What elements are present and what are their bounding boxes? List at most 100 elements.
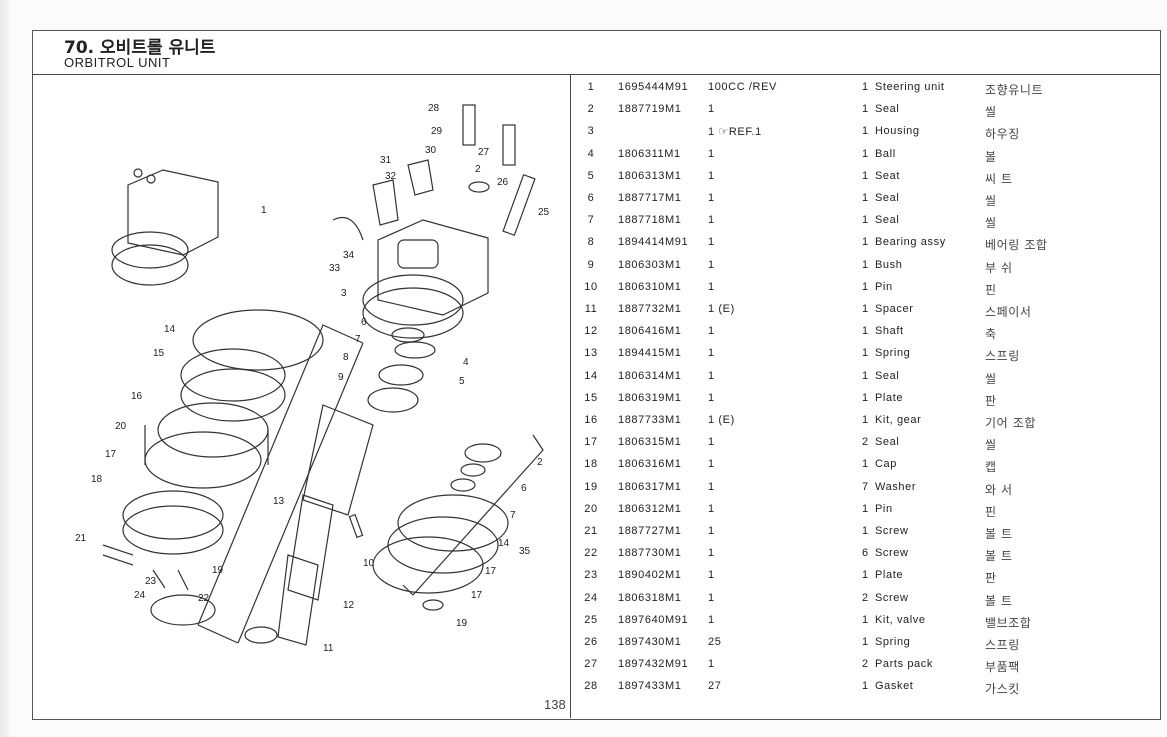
- callout-label: 28: [428, 103, 440, 114]
- callout-label: 16: [131, 391, 143, 402]
- korean-name: 볼 트: [985, 593, 1013, 608]
- quantity: 1: [862, 613, 869, 626]
- callout-label: 31: [380, 155, 392, 166]
- quantity: 1: [862, 325, 869, 338]
- qty-note: 1: [708, 458, 715, 471]
- callout-label: 14: [498, 538, 510, 549]
- description: Seal: [875, 369, 900, 382]
- page-title: 70. 오비트롤 유니트: [64, 38, 216, 58]
- ref-number: 20: [584, 502, 598, 515]
- ref-number: 10: [584, 280, 598, 293]
- housing: [377, 219, 489, 316]
- part-number: 1890402M1: [618, 569, 682, 582]
- page-number: 138: [544, 697, 566, 712]
- description: Gasket: [875, 680, 914, 693]
- korean-name: 판: [985, 571, 997, 586]
- qty-note: 1: [708, 236, 715, 249]
- callout-label: 8: [343, 352, 349, 363]
- callout-label: 13: [273, 496, 285, 507]
- ref-number: 9: [587, 258, 595, 271]
- callout-label: 17: [105, 449, 117, 460]
- qty-note: 1: [708, 525, 715, 537]
- ref-number: 8: [587, 236, 595, 249]
- callout-label: 15: [153, 348, 165, 359]
- part-number: 1887730M1: [618, 547, 682, 560]
- part-number: 1897432M91: [618, 658, 689, 671]
- part-number: 1897433M1: [618, 680, 682, 693]
- quantity: 6: [862, 547, 869, 560]
- korean-name: 씰: [985, 105, 997, 120]
- qty-note: 1: [708, 192, 715, 204]
- quantity: 1: [862, 125, 869, 138]
- korean-name: 조향유니트: [985, 83, 1044, 97]
- qty-note: 25: [708, 636, 722, 648]
- korean-name: 하우징: [985, 127, 1020, 142]
- callout-label: 2: [537, 457, 543, 468]
- part-number: 1806313M1: [618, 169, 682, 182]
- ref-number: 13: [584, 347, 598, 360]
- description: Seal: [875, 214, 900, 227]
- ref-number: 5: [587, 169, 595, 182]
- callout-label: 11: [323, 643, 334, 654]
- quantity: 1: [862, 303, 869, 315]
- korean-name: 핀: [985, 282, 997, 297]
- part-number: 1897640M91: [618, 613, 689, 626]
- shaft: [277, 554, 319, 646]
- description: Parts pack: [875, 658, 933, 671]
- part-number: 1806319M1: [618, 391, 682, 404]
- qty-note: 1: [708, 169, 715, 182]
- korean-name: 부품팩: [985, 660, 1020, 675]
- korean-name: 씰: [985, 194, 997, 208]
- ref-number: 26: [584, 636, 598, 648]
- description: Housing: [875, 125, 920, 138]
- ref-number: 4: [587, 147, 595, 160]
- part-number: 1806318M1: [618, 591, 682, 604]
- qty-note: 1: [708, 436, 715, 449]
- description: Plate: [875, 391, 904, 404]
- callout-label: 20: [115, 421, 127, 432]
- callout-label: 19: [212, 565, 224, 576]
- description: Kit, valve: [875, 613, 926, 626]
- korean-name: 핀: [985, 504, 997, 519]
- ref-number: 19: [584, 480, 598, 493]
- ref-number: 24: [584, 591, 598, 604]
- ref-number: 15: [584, 391, 598, 404]
- description: Screw: [875, 525, 909, 537]
- korean-name: 씰: [985, 438, 997, 453]
- quantity: 1: [862, 502, 869, 515]
- callout-label: 23: [145, 576, 157, 587]
- quantity: 1: [862, 169, 869, 182]
- korean-name: 스페이서: [985, 305, 1032, 319]
- callout-label: 22: [198, 593, 210, 604]
- description: Shaft: [875, 325, 904, 338]
- quantity: 1: [862, 214, 869, 227]
- part-number: 1897430M1: [618, 636, 682, 648]
- qty-note: 1: [708, 658, 715, 671]
- ref-number: 12: [584, 325, 598, 338]
- description: Bearing assy: [875, 236, 946, 249]
- ref-number: 18: [584, 458, 598, 471]
- ref-number: 23: [584, 569, 598, 582]
- qty-note: 1 (E): [708, 303, 735, 315]
- korean-name: 기어 조합: [985, 416, 1036, 430]
- description: Spring: [875, 347, 911, 360]
- qty-note: 1: [708, 480, 715, 493]
- callout-label: 2: [475, 164, 481, 175]
- scan-edge: [0, 0, 12, 737]
- ref-number: 7: [587, 214, 595, 227]
- description: Screw: [875, 547, 909, 560]
- description: Cap: [875, 458, 897, 471]
- korean-name: 볼 트: [985, 527, 1013, 541]
- korean-name: 판: [985, 393, 997, 408]
- part-number: 1887719M1: [618, 103, 682, 116]
- description: Plate: [875, 569, 904, 582]
